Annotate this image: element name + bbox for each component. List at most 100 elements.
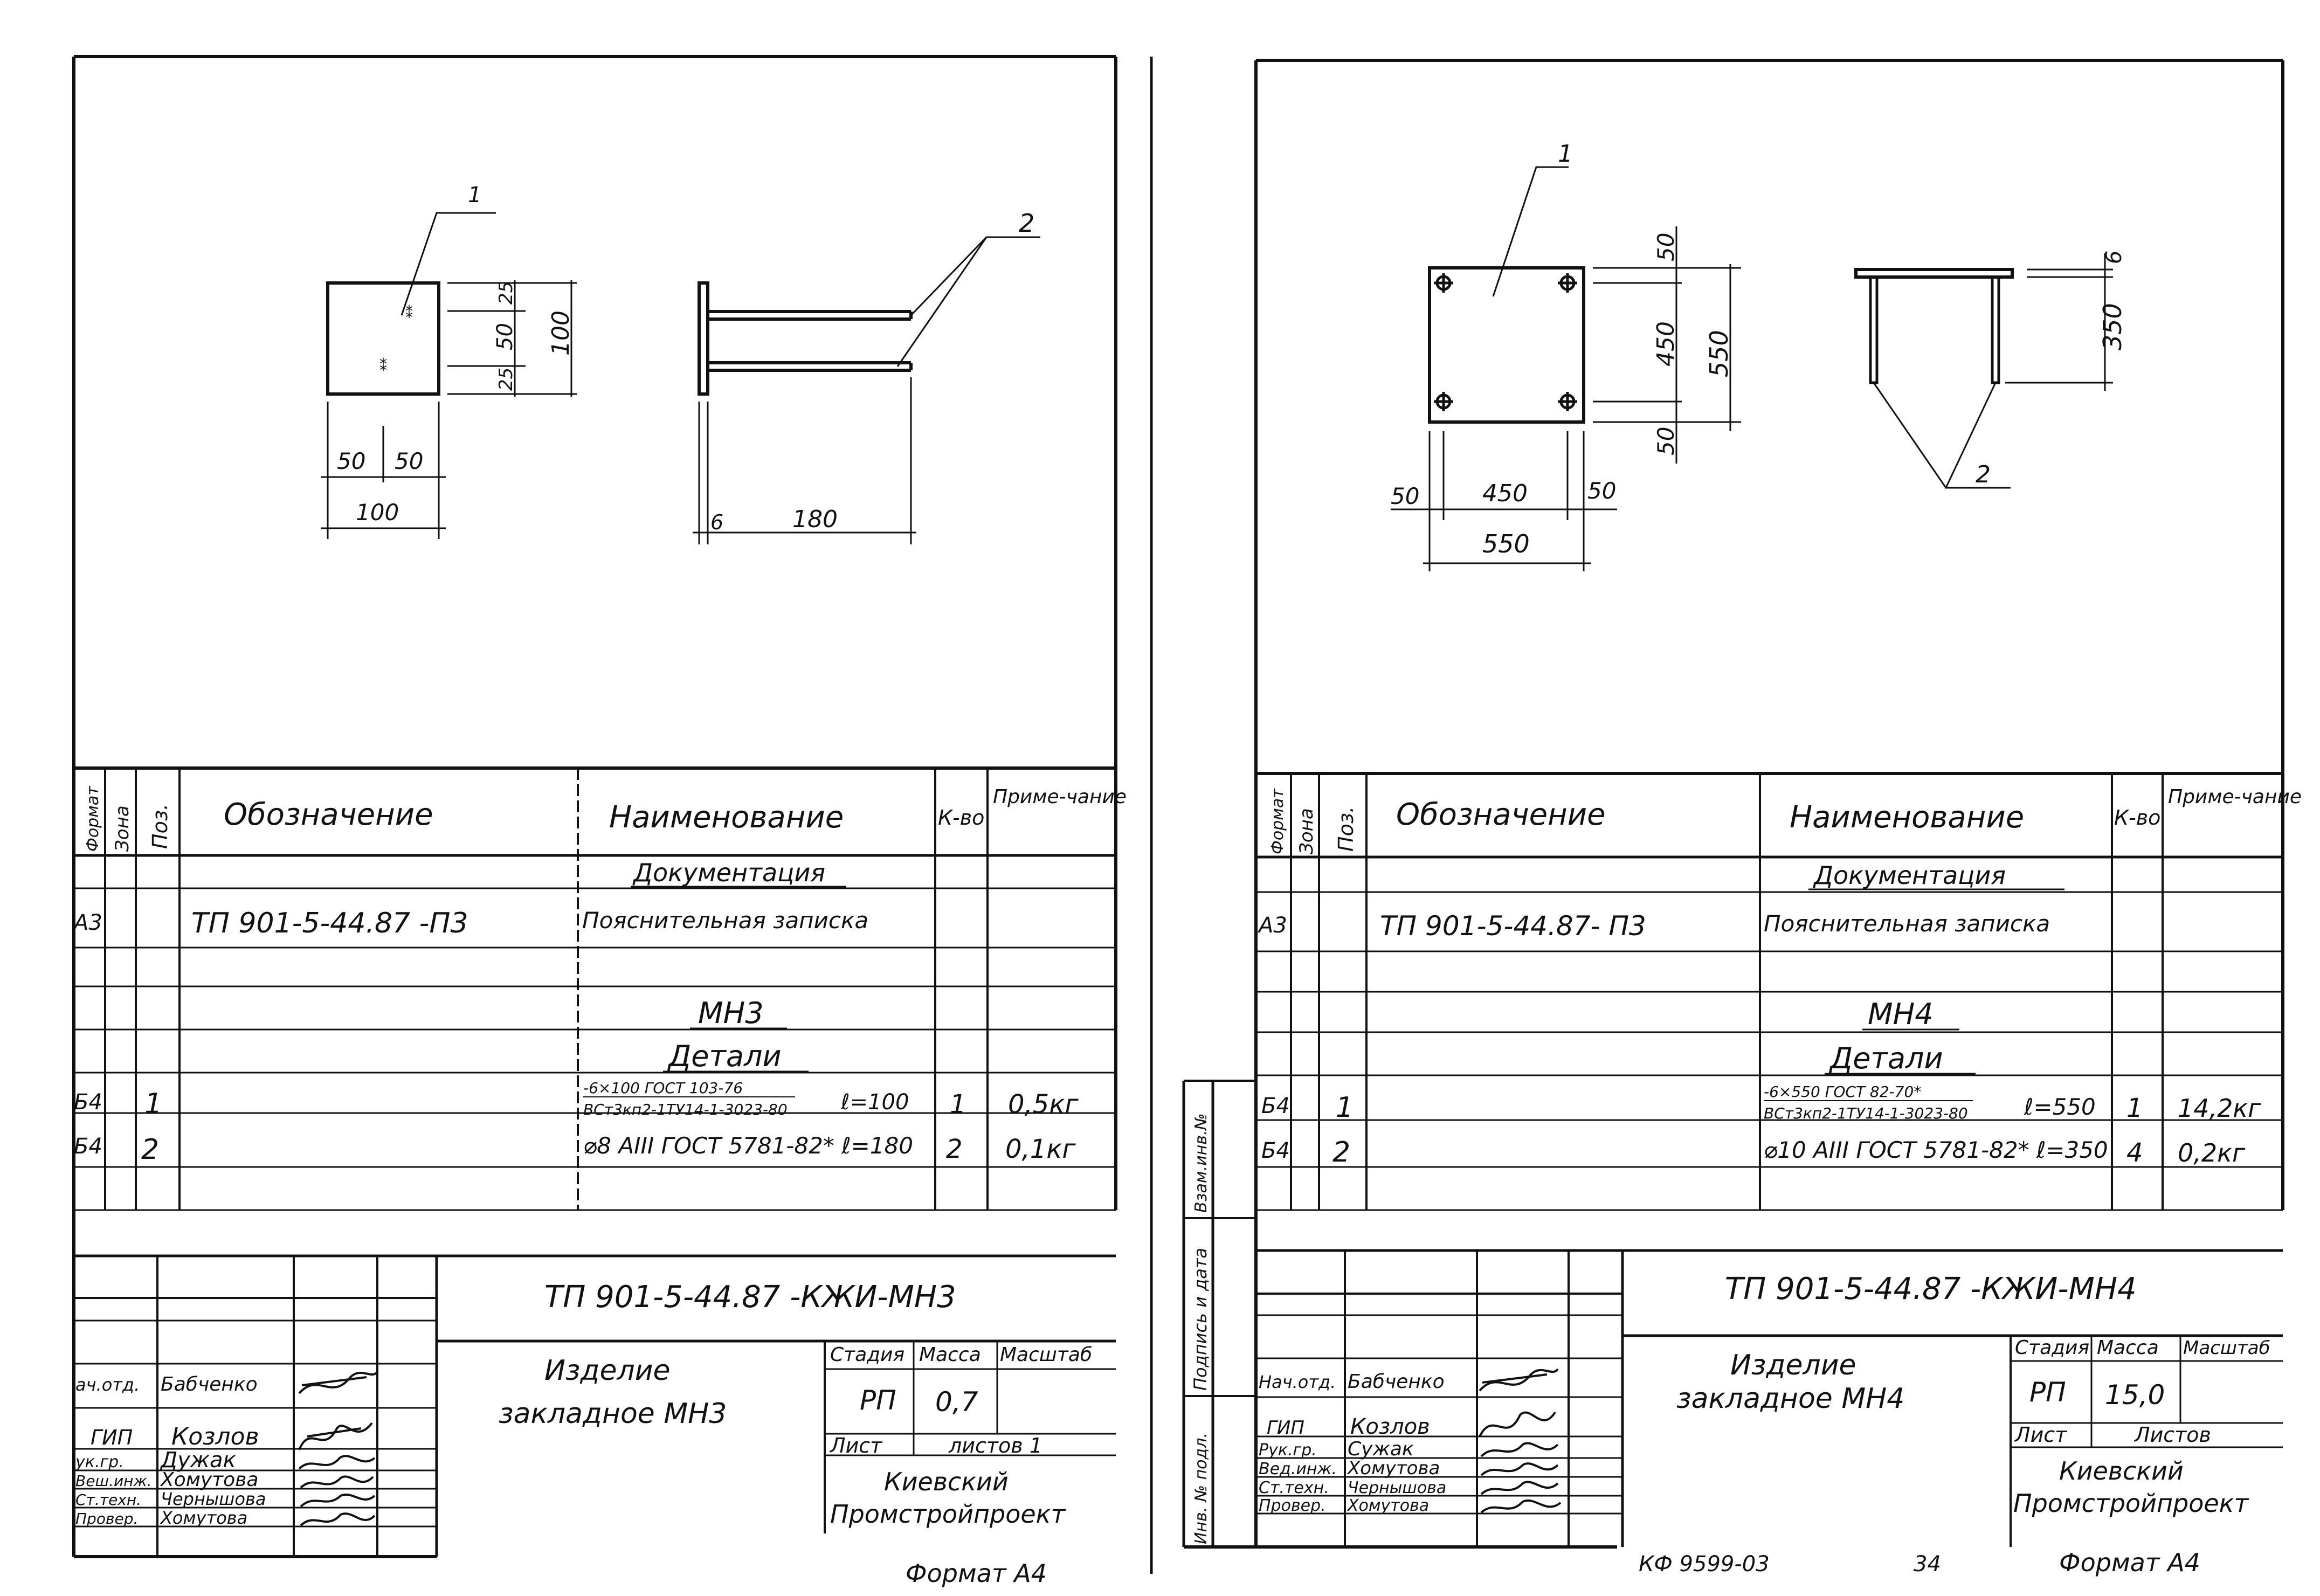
mn3-row1-pos: 1 [144, 1088, 162, 1120]
mn3-row2-name: ⌀8 АIII ГОСТ 5781-82* ℓ=180 [583, 1132, 913, 1159]
mn4-section-details: Детали [1829, 1041, 1943, 1075]
mn4-col-pos: Поз. [1334, 806, 1358, 852]
mn3-doc-name: Пояснительная записка [582, 907, 868, 934]
mn4-row1-name-top: -6×550 ГОСТ 82-70* [1764, 1083, 1921, 1101]
mn4-dim-50-left: 50 [1391, 483, 1419, 509]
mn3-doc-designation: ТП 901-5-44.87 -П3 [191, 907, 468, 939]
mn4-row1-pos: 1 [1336, 1091, 1354, 1124]
mn4-col-qty: К-во [2114, 806, 2160, 830]
mn3-stage: РП [860, 1385, 896, 1416]
mn3-title-block: ТП 901-5-44.87 -КЖИ-МН3 Изделие закладно… [74, 1256, 1116, 1588]
mn3-name-2: Козлов [171, 1423, 259, 1450]
mn4-role-2: ГИП [1267, 1417, 1304, 1439]
mn4-role-1: Нач.отд. [1259, 1372, 1336, 1392]
mn3-callout-1: 1 [468, 183, 481, 208]
mn4-doc-designation: ТП 901-5-44.87- П3 [1380, 910, 1646, 942]
mn4-stage: РП [2029, 1377, 2066, 1408]
mn3-title-line2: закладное МН3 [499, 1398, 727, 1430]
mn4-org-line2: Промстройпроект [2013, 1489, 2249, 1518]
mn3-role-3: ук.гр. [75, 1453, 124, 1471]
mn4-row1-format: Б4 [1261, 1094, 1290, 1118]
mn4-name-5: Чернышова [1348, 1478, 1446, 1497]
mn4-dim-450-v: 450 [1652, 321, 1680, 367]
mn4-stage-label: Стадия [2015, 1337, 2089, 1359]
mn3-dim-50-v: 50 [493, 323, 517, 350]
mn4-archive-code: КФ 9599-03 [1639, 1552, 1770, 1577]
mn4-row1-name-bottom: ВСт3кп2-1ТУ14-1-3023-80 [1764, 1104, 1968, 1122]
mn4-format-note: Формат А4 [2059, 1548, 2200, 1577]
mn3-section-docs: Документация [632, 858, 825, 887]
mn4-sheets-label: Листов [2133, 1423, 2211, 1447]
mn3-name-1: Бабченко [161, 1373, 258, 1395]
mn3-role-1: ач.отд. [75, 1374, 140, 1395]
mn3-dim-100-v: 100 [547, 310, 575, 356]
mn4-mass-label: Масса [2097, 1337, 2159, 1359]
mn4-role-5: Ст.техн. [1259, 1478, 1329, 1497]
mn3-name-4: Хомутова [160, 1469, 258, 1491]
mn3-signatures [298, 1371, 378, 1526]
mn4-org-line1: Киевский [2059, 1456, 2184, 1486]
mn4-col-zone: Зона [1296, 808, 1317, 854]
mn4-item-title: МН4 [1868, 997, 1934, 1031]
mn3-col-name: Наименование [609, 800, 844, 835]
mn4-row2-qty: 4 [2126, 1138, 2143, 1168]
mn4-stamp-replace-inv: Взам.инв.№ [1192, 1113, 1211, 1213]
mn3-format-note: Формат А4 [906, 1559, 1047, 1588]
mn3-role-4: Веш.инж. [75, 1472, 152, 1490]
mn3-col-pos: Поз. [148, 804, 172, 849]
mn4-name-2: Козлов [1350, 1414, 1430, 1439]
mn3-name-3: Дужак [160, 1448, 236, 1473]
mn4-signatures [1479, 1368, 1562, 1514]
mn4-spec-table: Формат Зона Поз. Обозначение Наименовани… [1256, 772, 2302, 1252]
mn4-dim-450-h: 450 [1482, 480, 1528, 507]
mn4-role-6: Провер. [1259, 1496, 1326, 1515]
mn3-row1-note: 0,5кг [1008, 1089, 1079, 1120]
mn4-callout-1: 1 [1558, 140, 1573, 168]
mn3-side-view: 2 6 180 [693, 209, 1040, 544]
mn3-role-2: ГИП [91, 1426, 133, 1449]
mn3-row1-length: ℓ=100 [840, 1090, 909, 1115]
mn4-mass: 15,0 [2105, 1379, 2165, 1411]
mn4-dim-50-right: 50 [1587, 478, 1616, 504]
mn3-col-note: Приме-чание [993, 786, 1127, 808]
mn3-row1-qty: 1 [950, 1089, 966, 1120]
mn3-col-format: Формат [84, 785, 102, 852]
mn4-stamp-sign-date: Подпись и дата [1190, 1248, 1211, 1391]
mn3-row2-pos: 2 [141, 1134, 159, 1166]
mn4-row1-length: ℓ=550 [2024, 1094, 2096, 1120]
mn4-title-line2: закладное МН4 [1676, 1383, 1904, 1415]
mn4-dim-350: 350 [2098, 303, 2127, 350]
mn4-anchor-holes [1434, 273, 1577, 411]
mn3-callout-2: 2 [1019, 209, 1034, 238]
mn4-col-format: Формат [1268, 788, 1287, 854]
mn4-dim-550-h: 550 [1482, 529, 1530, 558]
mn4-role-3: Рук.гр. [1259, 1441, 1317, 1460]
mn3-item-title: МН3 [698, 996, 764, 1030]
mn3-dim-50-right: 50 [395, 448, 423, 474]
svg-text:⁑: ⁑ [379, 357, 387, 375]
mn3-col-designation: Обозначение [224, 797, 433, 832]
mn3-section-details: Детали [667, 1039, 782, 1073]
svg-text:⁑: ⁑ [405, 304, 413, 322]
mn3-scale-label: Масштаб [1000, 1344, 1092, 1366]
mn3-row2-format: Б4 [74, 1134, 102, 1159]
sheet-mn3: ⁑ ⁑ 1 25 50 25 100 50 50 100 [72, 55, 1127, 1588]
mn4-row1-note: 14,2кг [2178, 1094, 2261, 1123]
mn3-row2-note: 0,1кг [1005, 1134, 1076, 1164]
mn3-doc-format: А3 [72, 910, 102, 935]
mn3-role-5: Ст.техн. [75, 1491, 141, 1509]
mn4-title-line1: Изделие [1730, 1349, 1856, 1381]
mn4-dim-50-top: 50 [1653, 233, 1679, 261]
mn4-archive-page: 34 [1914, 1552, 1941, 1577]
mn4-row1-qty: 1 [2126, 1093, 2143, 1123]
mn4-name-6: Хомутова [1347, 1496, 1429, 1515]
mn4-row2-pos: 2 [1332, 1136, 1350, 1169]
mn3-dim-6: 6 [710, 510, 723, 534]
sheet-mn4: Взам.инв.№ Подпись и дата Инв. № подл. 1… [1182, 59, 2302, 1577]
mn3-plan-view: ⁑ ⁑ 1 25 50 25 100 50 50 100 [321, 183, 577, 539]
mn4-drawing-code: ТП 901-5-44.87 -КЖИ-МН4 [1725, 1272, 2137, 1307]
mn4-title-block: ТП 901-5-44.87 -КЖИ-МН4 Изделие закладно… [1256, 1250, 2283, 1577]
mn4-sheet-label: Лист [2014, 1423, 2068, 1447]
